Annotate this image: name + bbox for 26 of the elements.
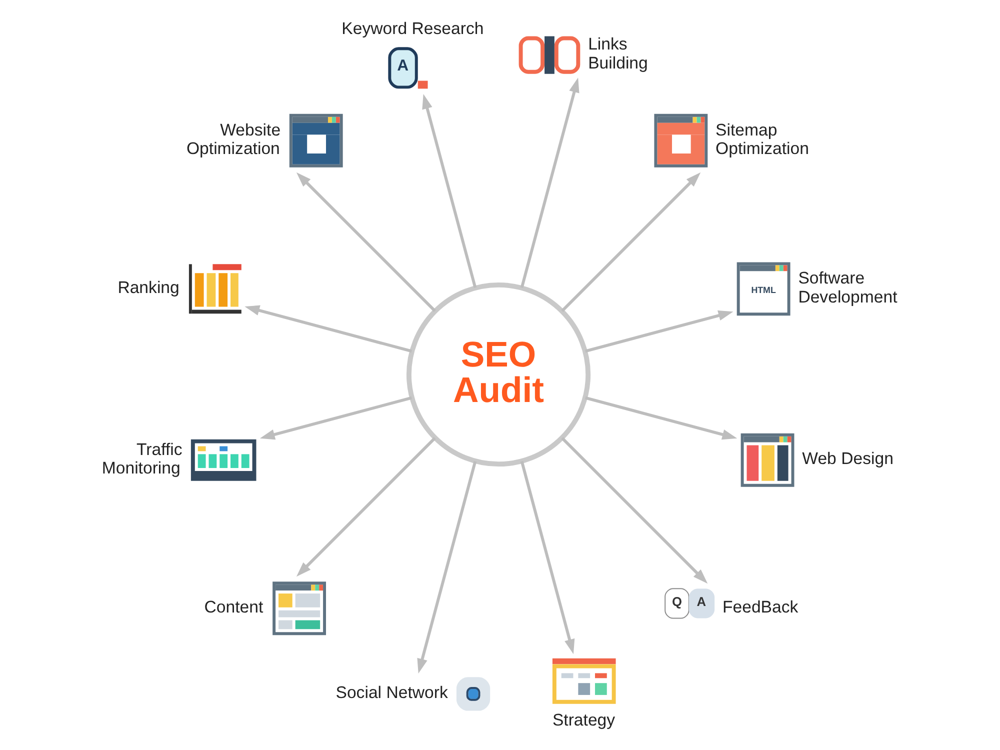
node-label: Website Optimization	[186, 120, 280, 158]
arrow	[244, 305, 412, 353]
node-label: Links Building	[588, 34, 648, 72]
arrow	[259, 396, 412, 440]
node-label: Content	[204, 597, 263, 616]
node-label: FeedBack	[722, 597, 798, 616]
node-circle: SEO Audit	[406, 282, 590, 467]
arrow	[584, 310, 733, 353]
node-label: Traffic Monitoring	[101, 440, 182, 478]
node-label: Web Design	[802, 449, 893, 468]
arrow	[560, 437, 708, 584]
arrow	[296, 172, 436, 312]
arrow	[520, 78, 579, 288]
arrow	[560, 172, 700, 312]
node-label: Ranking	[117, 278, 179, 297]
node-label: Keyword Research	[341, 18, 484, 38]
node-label: Strategy	[552, 710, 615, 730]
node-label: Sitemap Optimization	[715, 120, 808, 158]
arrow	[520, 461, 574, 654]
arrow	[296, 437, 436, 577]
node-label: Social Network	[335, 683, 448, 702]
arrow	[422, 94, 476, 288]
node-picture	[456, 677, 490, 711]
arrow	[416, 461, 476, 674]
arrow	[584, 396, 737, 440]
node-label: Software Development	[798, 268, 897, 306]
